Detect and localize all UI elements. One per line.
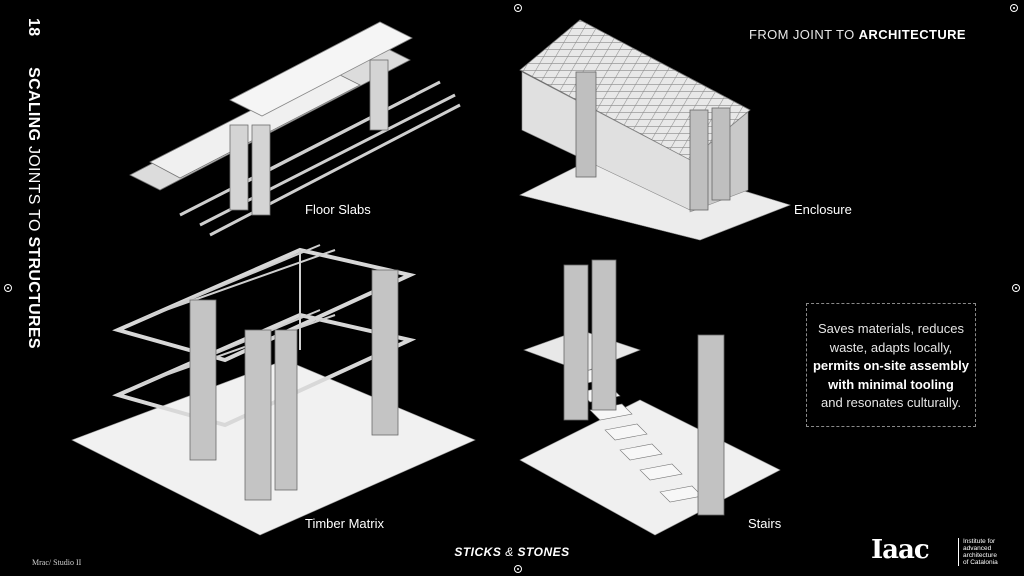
benefits-callout: Saves materials, reduces waste, adapts l… [806,303,976,427]
callout-bold-1: permits on-site assembly [812,358,970,373]
callout-line-1: Saves materials, reduces [818,321,964,336]
marker-left-icon [4,284,12,292]
label-enclosure: Enclosure [794,202,852,217]
timber-matrix-illustration [71,244,476,536]
studio-credit: Mrac/ Studio II [32,558,82,567]
callout-line-2: waste, adapts locally, [829,339,953,355]
stairs-illustration [519,259,781,536]
logo-text-line-2: advanced [963,545,992,552]
section-heading: FROM JOINT TO ARCHITECTURE [749,27,966,42]
enclosure-illustration [519,19,791,241]
logo-text: Institute for advanced architecture of C… [963,538,1023,566]
project-title: STICKS & STONES [0,545,1024,559]
marker-right-icon [1012,284,1020,292]
floor-slabs-illustration [129,21,461,237]
marker-bottom-icon [514,565,522,573]
marker-top-icon [514,4,522,12]
project-title-ampersand: & [505,545,514,559]
label-floor-slabs: Floor Slabs [305,202,371,217]
callout-line-3: and resonates culturally. [821,395,961,410]
logo-text-line-4: of Catalonia [963,559,998,566]
logo-divider [958,538,959,566]
callout-bold-2: with minimal tooling [828,376,954,392]
iaac-logo: Iaac [871,535,930,565]
side-title-bold-1: SCALING [25,67,42,142]
logo-text-line-1: Institute for [963,538,996,545]
marker-top-right-icon [1010,4,1018,12]
side-title: 18 SCALING JOINTS TO STRUCTURES [24,18,42,349]
section-heading-light: FROM JOINT TO [749,27,855,42]
logo-text-line-3: architecture [963,552,997,559]
project-title-part-2: STONES [517,545,570,559]
page-number: 18 [25,18,42,37]
project-title-part-1: STICKS [454,545,502,559]
label-stairs: Stairs [748,516,782,531]
label-timber-matrix: Timber Matrix [305,516,384,531]
side-title-light: JOINTS TO [25,146,42,232]
side-title-bold-2: STRUCTURES [25,236,42,349]
section-heading-bold: ARCHITECTURE [858,27,966,42]
